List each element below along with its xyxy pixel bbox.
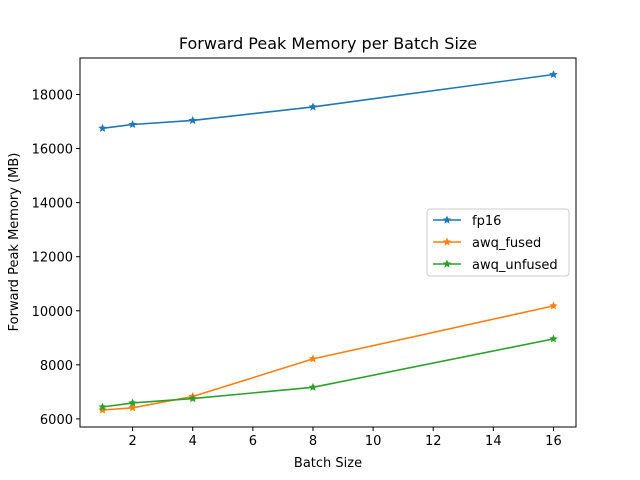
legend-label: awq_unfused (472, 258, 558, 273)
legend: fp16 awq_fused awq_unfused (426, 208, 570, 277)
plot-frame (79, 57, 577, 428)
data-point-fp16 (188, 115, 197, 125)
x-tick-label: 16 (545, 434, 562, 449)
data-point-awq_unfused (128, 398, 137, 407)
chart-title: Forward Peak Memory per Batch Size (179, 34, 477, 53)
y-tick-label: 18000 (32, 88, 73, 103)
series-line-awq_fused (102, 305, 554, 411)
x-tick-label: 6 (249, 434, 257, 449)
data-point-fp16 (308, 102, 318, 111)
data-point-awq_unfused (98, 402, 107, 411)
data-point-awq_fused (308, 354, 318, 363)
data-point-awq_unfused (188, 394, 197, 403)
y-axis-label: Forward Peak Memory (MB) (7, 153, 22, 332)
data-point-fp16 (549, 70, 558, 79)
legend-marker-awq_fused (442, 237, 452, 246)
y-tick-label: 16000 (32, 143, 73, 158)
legend-marker-fp16 (442, 215, 452, 224)
data-point-awq_unfused (308, 382, 318, 391)
data-point-awq_unfused (549, 334, 558, 343)
legend-label: fp16 (472, 214, 501, 229)
data-point-fp16 (98, 123, 107, 132)
series-line-fp16 (102, 73, 554, 130)
x-tick-label: 2 (128, 434, 136, 449)
series-line-awq_unfused (102, 338, 554, 408)
legend-marker-awq_unfused (442, 259, 452, 268)
x-axis-label: Batch Size (294, 456, 362, 471)
x-tick-label: 12 (425, 434, 442, 449)
legend-label: awq_fused (472, 236, 541, 251)
x-tick-label: 10 (365, 434, 382, 449)
data-point-awq_fused (98, 405, 107, 414)
x-tick-label: 8 (309, 434, 317, 449)
y-tick-label: 8000 (40, 359, 73, 374)
x-tick-label: 4 (189, 434, 197, 449)
data-point-fp16 (128, 120, 137, 129)
data-point-awq_fused (549, 301, 558, 310)
x-tick-label: 14 (485, 434, 502, 449)
y-tick-label: 10000 (32, 305, 73, 320)
y-tick-label: 6000 (40, 413, 73, 428)
data-point-awq_fused (128, 403, 137, 412)
y-tick-label: 14000 (32, 197, 73, 212)
y-tick-label: 12000 (32, 251, 73, 266)
